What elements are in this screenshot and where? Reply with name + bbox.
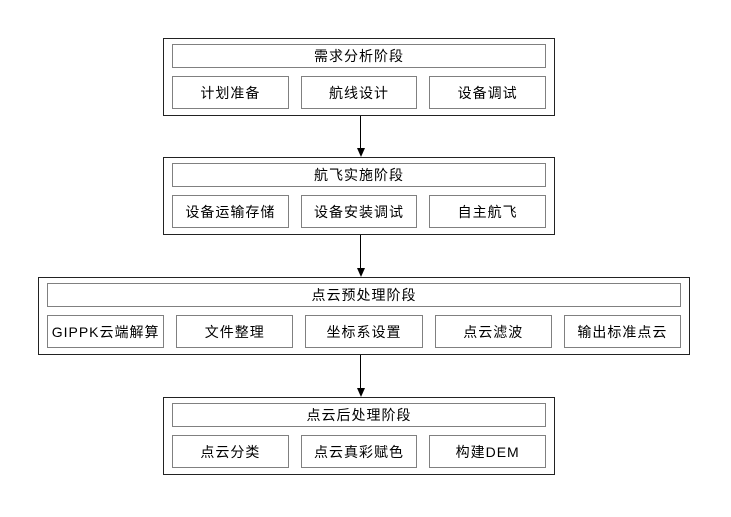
step-box: GIPPK云端解算 (47, 315, 165, 348)
step-box: 点云真彩赋色 (300, 435, 418, 468)
stage-steps-row: 设备运输存储 设备安装调试 自主航飞 (172, 195, 547, 228)
stage-steps-row: 点云分类 点云真彩赋色 构建DEM (172, 435, 547, 468)
flow-arrow-down-icon (356, 355, 365, 397)
step-box: 自主航飞 (429, 195, 547, 228)
stage-title: 航飞实施阶段 (172, 163, 546, 187)
step-box: 设备运输存储 (172, 195, 289, 228)
stage-flight-implementation: 航飞实施阶段 设备运输存储 设备安装调试 自主航飞 (163, 157, 555, 235)
step-box: 输出标准点云 (563, 315, 682, 348)
arrow-line (359, 355, 362, 388)
stage-pointcloud-postprocessing: 点云后处理阶段 点云分类 点云真彩赋色 构建DEM (163, 397, 555, 475)
arrow-head (356, 388, 365, 397)
arrow-line (359, 116, 362, 148)
step-box: 设备调试 (429, 76, 547, 109)
step-box: 点云分类 (172, 435, 289, 468)
arrow-head (356, 148, 365, 157)
stage-title: 需求分析阶段 (172, 44, 546, 68)
step-box: 设备安装调试 (300, 195, 418, 228)
flow-arrow-down-icon (356, 116, 365, 157)
stage-pointcloud-preprocessing: 点云预处理阶段 GIPPK云端解算 文件整理 坐标系设置 点云滤波 输出标准点云 (38, 277, 690, 355)
step-box: 航线设计 (300, 76, 418, 109)
step-box: 构建DEM (429, 435, 547, 468)
stage-requirements-analysis: 需求分析阶段 计划准备 航线设计 设备调试 (163, 38, 555, 116)
stage-title: 点云后处理阶段 (172, 403, 546, 427)
stage-steps-row: GIPPK云端解算 文件整理 坐标系设置 点云滤波 输出标准点云 (47, 315, 682, 348)
step-box: 文件整理 (176, 315, 294, 348)
arrow-line (359, 235, 362, 268)
stage-title: 点云预处理阶段 (47, 283, 681, 307)
stage-steps-row: 计划准备 航线设计 设备调试 (172, 76, 547, 109)
step-box: 坐标系设置 (305, 315, 423, 348)
arrow-head (356, 268, 365, 277)
flow-arrow-down-icon (356, 235, 365, 277)
step-box: 点云滤波 (434, 315, 552, 348)
step-box: 计划准备 (172, 76, 289, 109)
